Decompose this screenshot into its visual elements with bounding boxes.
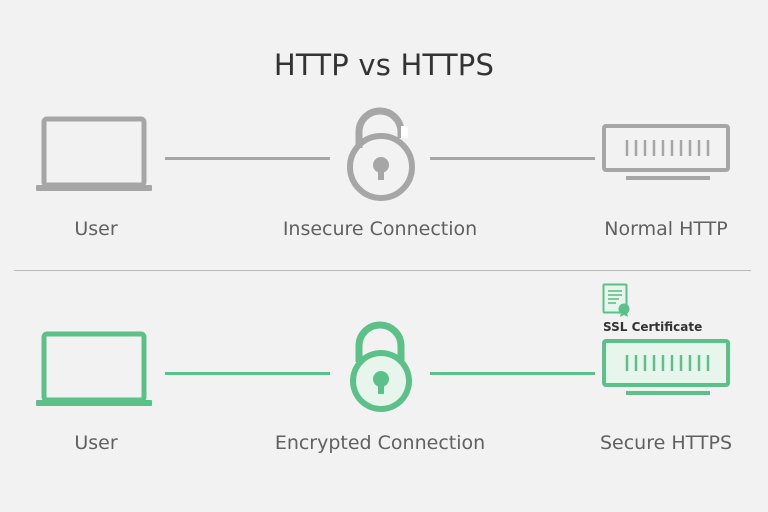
certificate-icon	[602, 283, 632, 317]
insecure-connector-right	[430, 157, 595, 160]
secure-user-label: User	[74, 432, 118, 454]
diagram-title: HTTP vs HTTPS	[273, 48, 495, 82]
secure-connector-right	[430, 372, 595, 375]
secure-connector-left	[165, 372, 330, 375]
https-server-icon	[602, 339, 732, 399]
insecure-connector-left	[165, 157, 330, 160]
ssl-certificate-label: SSL Certificate	[603, 320, 703, 334]
secure-laptop-icon	[36, 331, 154, 409]
normal-http-label: Normal HTTP	[604, 218, 728, 240]
secure-https-label: Secure HTTPS	[599, 432, 733, 454]
insecure-user-label: User	[74, 218, 118, 240]
row-divider	[14, 270, 751, 271]
http-server-icon	[602, 124, 732, 184]
insecure-connection-label: Insecure Connection	[282, 218, 478, 240]
closed-lock-icon	[343, 318, 423, 418]
insecure-laptop-icon	[36, 116, 154, 194]
open-lock-icon	[343, 104, 423, 204]
encrypted-connection-label: Encrypted Connection	[274, 432, 486, 454]
